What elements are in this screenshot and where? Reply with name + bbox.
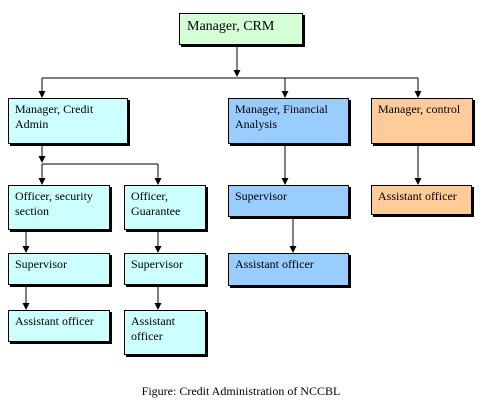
supervisor-financial-box: Supervisor [228,185,349,217]
assistant-officer-control-label: Assistant officer [378,189,457,203]
officer-guarantee-box: Officer, Guarantee [124,185,206,230]
assistant-officer-financial-label: Assistant officer [235,257,314,271]
assistant-officer-guarantee-label: Assistant officer [131,314,176,343]
officer-security-section-box: Officer, security section [8,185,110,230]
assistant-officer-financial-box: Assistant officer [228,253,349,286]
manager-control-box: Manager, control [371,98,473,144]
manager-financial-analysis-label: Manager, Financial Analysis [235,102,328,131]
supervisor-financial-label: Supervisor [235,189,287,203]
officer-security-section-label: Officer, security section [15,189,93,218]
manager-financial-analysis-box: Manager, Financial Analysis [228,98,349,144]
supervisor-security-box: Supervisor [8,253,110,285]
manager-credit-admin-box: Manager, Credit Admin [8,98,128,144]
assistant-officer-control-box: Assistant officer [371,185,472,215]
manager-control-label: Manager, control [378,102,461,116]
supervisor-security-label: Supervisor [15,257,67,271]
figure-caption: Figure: Credit Administration of NCCBL [141,384,341,398]
assistant-officer-guarantee-box: Assistant officer [124,310,206,355]
officer-guarantee-label: Officer, Guarantee [131,189,181,218]
supervisor-guarantee-label: Supervisor [131,257,183,271]
manager-crm-box: Manager, CRM [179,13,303,45]
supervisor-guarantee-box: Supervisor [124,253,206,285]
manager-credit-admin-label: Manager, Credit Admin [15,102,94,131]
assistant-officer-security-label: Assistant officer [15,314,94,328]
assistant-officer-security-box: Assistant officer [8,310,110,342]
manager-crm-label: Manager, CRM [187,19,275,34]
